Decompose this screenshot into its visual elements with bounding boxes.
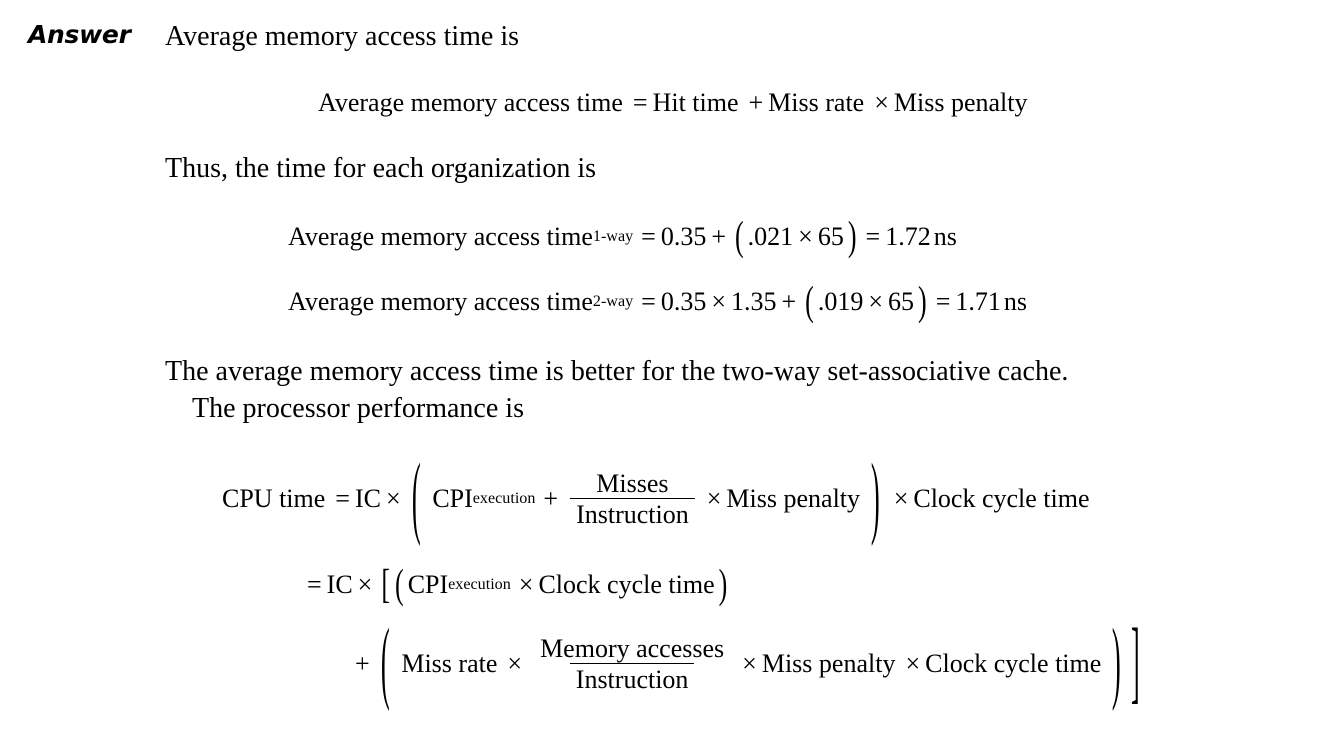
eq-1way-times: × <box>798 222 813 251</box>
eq-2way-times-0: × <box>711 287 726 316</box>
cpu3-times-1: × <box>507 649 523 679</box>
cpu2-open-bracket: [ <box>381 560 391 607</box>
cpu2-equals: = <box>307 570 322 599</box>
eq-2way-close-paren: ) <box>918 277 927 324</box>
cpu1-equals: = <box>335 484 350 514</box>
cpu2-times-1: × <box>357 570 373 599</box>
eq-2way-subscript: 2-way <box>592 293 634 310</box>
eq-2way-unit: ns <box>1003 287 1027 316</box>
cpu2-close-paren: ) <box>718 560 728 607</box>
eq-1way-miss-penalty-value: 65 <box>817 222 844 251</box>
cpu2-cpi: CPI <box>407 570 449 599</box>
cpu1-times-1: × <box>385 484 401 514</box>
intro-paragraph: Average memory access time is <box>165 21 520 52</box>
cpu1-fraction-numerator: Misses <box>596 469 669 498</box>
cpu2-clock-cycle-time: Clock cycle time <box>538 570 715 599</box>
eq-2way-times: × <box>868 287 884 316</box>
cpu1-ic: IC <box>354 484 381 514</box>
cpu3-clock-cycle-time: Clock cycle time <box>925 649 1102 679</box>
eq-1way-result: 1.72 <box>885 222 931 251</box>
cpu2-times-2: × <box>518 570 534 599</box>
cpu3-plus: + <box>355 649 370 679</box>
conclusion-line-one: The average memory access time is better… <box>165 356 1069 387</box>
eq-2way-result: 1.71 <box>955 287 1001 316</box>
equation-amat-two-way: Average memory access time 2-way = 0.35 … <box>288 277 1027 324</box>
eq-1way-lhs: Average memory access time <box>288 222 593 251</box>
cpu1-lhs: CPU time <box>222 484 326 514</box>
cpu1-plus: + <box>543 484 559 514</box>
cpu1-miss-penalty: Miss penalty <box>726 484 861 514</box>
eq-2way-plus: + <box>781 287 797 316</box>
equation-cpu-time-line-1: CPU time = IC × ( CPI execution + Misses… <box>222 450 1090 541</box>
eq-def-miss-penalty: Miss penalty <box>893 88 1028 117</box>
equation-average-memory-access-time-definition: Average memory access time = Hit time + … <box>318 88 1028 118</box>
conclusion-line-two: The processor performance is <box>192 393 524 424</box>
cpu2-open-paren: ( <box>395 560 404 607</box>
eq-2way-lhs: Average memory access time <box>288 287 593 316</box>
cpu1-times-3: × <box>893 484 909 514</box>
eq-2way-equals: = <box>641 287 656 316</box>
thus-paragraph: Thus, the time for each organization is <box>165 153 597 184</box>
eq-2way-hit-factor: 1.35 <box>731 287 777 316</box>
eq-1way-close-paren: ) <box>847 212 857 259</box>
eq-def-miss-rate: Miss rate <box>768 88 865 117</box>
eq-2way-hit-time-value: 0.35 <box>660 287 707 316</box>
cpu1-close-paren: ) <box>870 444 880 548</box>
eq-2way-open-paren: ( <box>805 277 814 324</box>
eq-1way-open-paren: ( <box>735 212 744 259</box>
eq-2way-miss-penalty-value: 65 <box>888 287 915 316</box>
eq-1way-unit: ns <box>933 222 957 251</box>
eq-2way-equals-2: = <box>935 287 951 316</box>
eq-def-plus: + <box>748 88 764 117</box>
cpu1-misses-per-instruction-fraction: Misses Instruction <box>570 470 695 529</box>
eq-def-equals: = <box>632 88 648 117</box>
cpu3-close-bracket: ] <box>1130 609 1140 713</box>
cpu1-cpi-subscript: execution <box>472 490 536 508</box>
eq-def-hit-time: Hit time <box>652 88 739 117</box>
answer-label: Answer <box>28 20 131 49</box>
cpu3-miss-rate: Miss rate <box>401 649 498 679</box>
eq-2way-miss-rate-value: .019 <box>817 287 864 316</box>
cpu2-cpi-subscript: execution <box>448 576 511 593</box>
equation-cpu-time-line-3: + ( Miss rate × Memory accesses Instruct… <box>350 615 1144 706</box>
cpu3-fraction-denominator: Instruction <box>569 663 695 694</box>
cpu1-fraction-denominator: Instruction <box>570 498 695 529</box>
eq-1way-equals: = <box>641 222 656 251</box>
cpu3-miss-penalty: Miss penalty <box>761 649 896 679</box>
cpu3-fraction-numerator: Memory accesses <box>540 634 725 663</box>
cpu3-memory-accesses-per-instruction-fraction: Memory accesses Instruction <box>534 635 730 694</box>
eq-def-lhs: Average memory access time <box>318 88 623 117</box>
cpu2-ic: IC <box>326 570 353 599</box>
eq-def-times: × <box>874 88 889 117</box>
cpu3-open-paren: ( <box>380 609 390 713</box>
eq-1way-miss-rate-value: .021 <box>747 222 794 251</box>
equation-amat-one-way: Average memory access time 1-way = 0.35 … <box>288 212 957 259</box>
eq-1way-equals-2: = <box>865 222 881 251</box>
cpu1-times-2: × <box>706 484 722 514</box>
cpu1-cpi: CPI <box>432 484 473 514</box>
eq-1way-hit-time-value: 0.35 <box>660 222 707 251</box>
cpu3-times-3: × <box>905 649 921 679</box>
cpu1-clock-cycle-time: Clock cycle time <box>913 484 1090 514</box>
cpu3-times-2: × <box>742 649 757 679</box>
eq-1way-subscript: 1-way <box>592 228 634 245</box>
cpu3-close-paren: ) <box>1112 609 1122 713</box>
equation-cpu-time-line-2: = IC × [ ( CPI execution × Clock cycle t… <box>302 560 731 607</box>
cpu1-open-paren: ( <box>411 444 421 548</box>
eq-1way-plus: + <box>711 222 726 251</box>
